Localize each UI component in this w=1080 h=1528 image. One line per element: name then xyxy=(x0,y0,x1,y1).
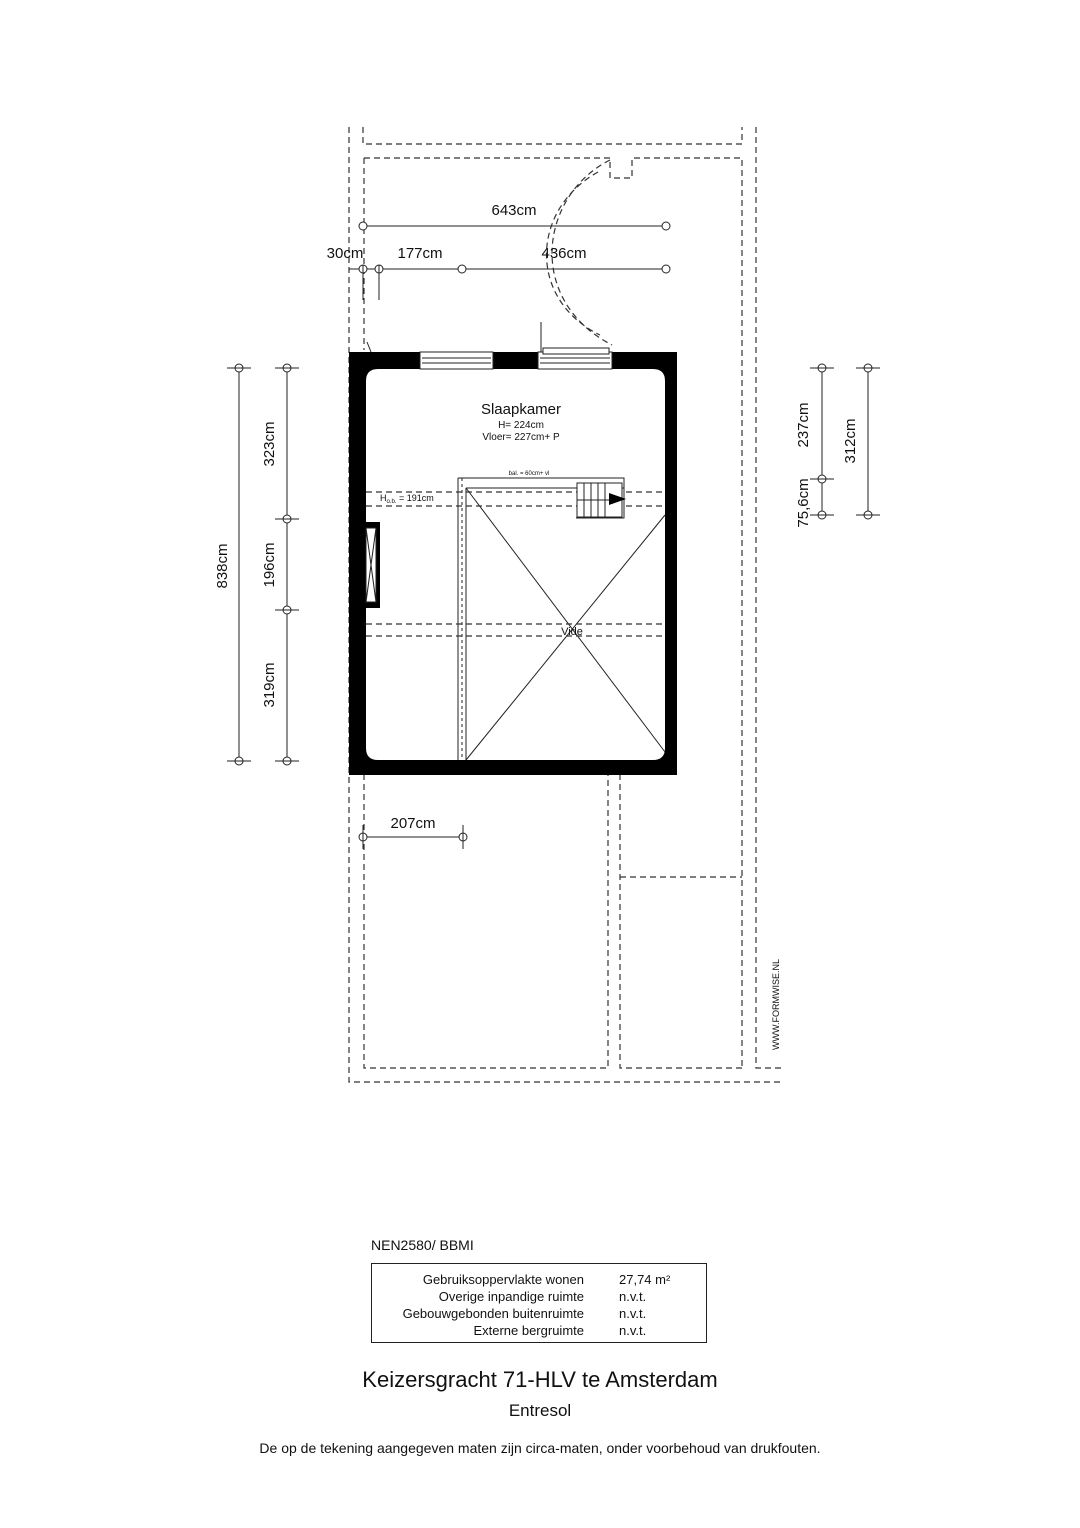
staircase xyxy=(576,482,626,518)
area-row-label: Gebouwgebonden buitenruimte xyxy=(402,1306,584,1321)
area-row: Externe bergruimte n.v.t. xyxy=(372,1322,706,1339)
area-row-value: n.v.t. xyxy=(619,1289,647,1304)
window-left xyxy=(419,351,494,370)
area-table: Gebruiksoppervlakte wonen 27,74 m² Overi… xyxy=(371,1263,707,1343)
dimensions-right: 237cm 75,6cm 312cm xyxy=(795,363,880,528)
area-row-value: 27,74 m² xyxy=(619,1272,671,1287)
standard-label: NEN2580/ BBMI xyxy=(371,1237,474,1253)
area-row-label: Overige inpandige ruimte xyxy=(438,1289,584,1304)
dim-top-b: 177cm xyxy=(397,245,442,262)
dim-top-total: 643cm xyxy=(491,202,536,219)
context-outline xyxy=(348,127,782,1083)
dimensions-left: 838cm 323cm 196cm 319cm xyxy=(214,363,299,766)
dim-left-a: 323cm xyxy=(261,421,278,466)
dim-top-a: 30cm xyxy=(327,245,364,262)
dim-left-b: 196cm xyxy=(261,542,278,587)
interior xyxy=(366,347,666,761)
window-right xyxy=(537,351,613,370)
walls xyxy=(349,351,677,775)
area-row: Overige inpandige ruimte n.v.t. xyxy=(372,1288,706,1305)
area-row-value: n.v.t. xyxy=(619,1306,647,1321)
area-row-label: Externe bergruimte xyxy=(473,1323,584,1338)
room-height: H= 224cm xyxy=(498,420,544,431)
headroom-label: Ho.b. = 191cm xyxy=(380,493,434,505)
area-row-label: Gebruiksoppervlakte wonen xyxy=(422,1272,584,1287)
dimensions-top: 643cm 30cm 177cm 436cm xyxy=(327,202,671,353)
room-name: Slaapkamer xyxy=(481,401,561,418)
dim-right-a: 237cm xyxy=(795,402,812,447)
dim-left-total: 838cm xyxy=(214,543,231,588)
void-label: Vide xyxy=(561,626,583,638)
area-row: Gebruiksoppervlakte wonen 27,74 m² xyxy=(372,1271,706,1288)
area-row-value: n.v.t. xyxy=(619,1323,647,1338)
dim-left-c: 319cm xyxy=(261,662,278,707)
dimensions-bottom: 207cm xyxy=(358,815,468,849)
watermark-text: WWW.FORMWISE.NL xyxy=(771,959,781,1050)
dim-right-total: 312cm xyxy=(842,418,859,463)
balustrade-note: bal. = 60cm+ vl xyxy=(509,471,550,477)
page-title: Keizersgracht 71-HLV te Amsterdam xyxy=(362,1367,718,1392)
room-floor: Vloer= 227cm+ P xyxy=(482,432,560,443)
dim-bottom: 207cm xyxy=(390,815,435,832)
room-labels: Slaapkamer H= 224cm Vloer= 227cm+ P bal.… xyxy=(380,401,781,1050)
area-row: Gebouwgebonden buitenruimte n.v.t. xyxy=(372,1305,706,1322)
stair-direction-arrow-icon xyxy=(609,493,626,505)
door-top xyxy=(542,347,610,355)
dim-right-b: 75,6cm xyxy=(795,478,812,527)
disclaimer-text: De op de tekening aangegeven maten zijn … xyxy=(259,1440,821,1456)
dim-top-c: 436cm xyxy=(541,245,586,262)
page-subtitle: Entresol xyxy=(508,1401,572,1420)
